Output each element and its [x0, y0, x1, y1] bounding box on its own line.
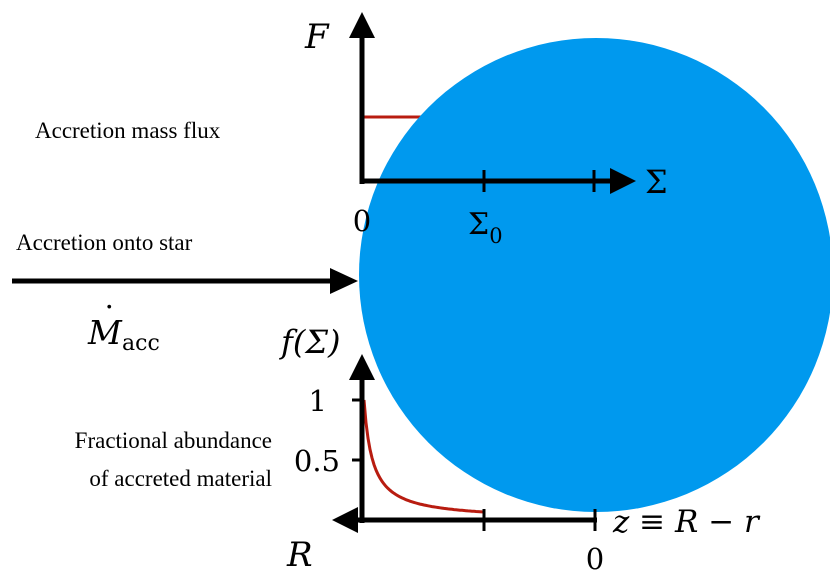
depth-definition-label: z ≡ R − r — [612, 504, 761, 540]
top-plot-y-arrowhead — [349, 12, 375, 38]
accretion-rate-subscript: acc — [122, 331, 160, 356]
bottom-plot-y-arrowhead — [349, 354, 375, 380]
accretion-onto-star-label: Accretion onto star — [16, 230, 193, 255]
top-plot-axes — [349, 12, 636, 194]
bottom-plot-y-label: f(Σ) — [279, 323, 340, 361]
top-plot-zero-tick-label: 0 — [353, 204, 371, 238]
top-plot-x-arrowhead — [610, 168, 636, 194]
bottom-plot-x-arrowhead-left — [332, 507, 358, 533]
bottom-plot-x-zero-label: 0 — [586, 542, 604, 576]
star-disc — [359, 38, 830, 512]
top-plot-sigma0-label: Σ0 — [468, 207, 503, 248]
sigma0-subscript: 0 — [489, 224, 502, 248]
bottom-plot-tick-1-label: 1 — [309, 384, 327, 418]
accretion-rate-main: M — [87, 313, 123, 352]
top-plot-x-label: Σ — [645, 163, 668, 201]
sigma0-main: Σ — [468, 207, 489, 242]
bottom-plot-tick-05-label: 0.5 — [294, 444, 340, 478]
accretion-mass-flux-label: Accretion mass flux — [35, 118, 221, 143]
fractional-abundance-label-line1: Fractional abundance — [75, 428, 272, 453]
abundance-decay-curve — [362, 399, 485, 514]
accretion-rate-dot: ˙ — [101, 299, 118, 338]
top-plot-y-label: F — [304, 17, 330, 57]
fractional-abundance-label-line2: of accreted material — [89, 466, 272, 491]
bottom-plot-axes — [332, 354, 597, 533]
accretion-arrowhead — [330, 268, 358, 294]
bottom-plot-x-left-label: R — [286, 535, 313, 575]
